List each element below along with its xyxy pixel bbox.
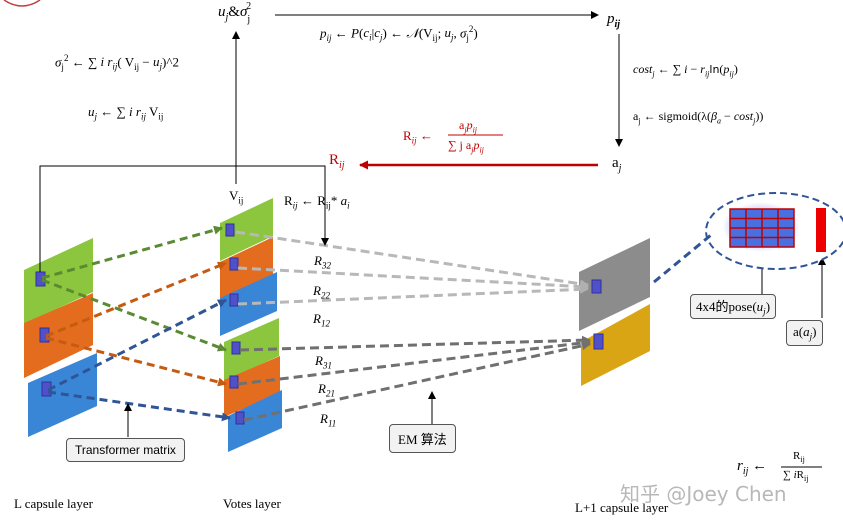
a-j-node: aj (612, 155, 622, 174)
r-12-label: R12 (313, 311, 330, 329)
r-32-label: R32 (314, 253, 331, 271)
votes-layer-label: Votes layer (223, 496, 281, 511)
r-def-lhs: rij ← (737, 458, 768, 477)
r-update-lhs: Rij ← (403, 128, 433, 146)
pose-inset (653, 192, 843, 284)
sigma-update-formula: σj2 ← ∑ i rij( Vij − uj)^2 (55, 53, 179, 72)
r-times-a-formula: Rij ← Rij* ai (284, 193, 350, 211)
r-21-label: R21 (318, 381, 335, 399)
r-ij-node: Rij (329, 152, 345, 171)
pose-callout: 4x4的pose(uj) (690, 294, 777, 319)
r-def-denominator: ∑ iRij (783, 469, 809, 484)
transformer-callout: Transformer matrix (66, 438, 185, 462)
activation-formula: aj ← sigmoid(λ(βa − costj)) (633, 109, 764, 126)
l1-capsule-layer-label: L+1 capsule layer (575, 500, 669, 515)
r-update-denominator: ∑ j ajpij (448, 138, 484, 155)
l1-panel-gray (579, 238, 650, 331)
p-ij-node: pij (607, 11, 621, 30)
l1-panel-yellow (581, 304, 650, 386)
logo-fragment (3, 0, 41, 7)
l-capsule-layer-panels (24, 238, 97, 437)
u-update-formula: uj ← ∑ i rij Vij (88, 104, 164, 122)
em-callout: EM 算法 (389, 424, 456, 453)
activation-bar (816, 208, 826, 252)
r-31-label: R31 (315, 353, 332, 371)
r-def-numerator: Rij (793, 450, 805, 465)
r-update-numerator: ajpij (459, 118, 478, 135)
l-panel-orange (24, 293, 93, 378)
activation-callout: a(aj) (786, 320, 824, 346)
v-ij-label: Vij (229, 188, 244, 206)
routing-loop-arrows (39, 11, 826, 437)
watermark: 知乎 @Joey Chen (620, 482, 787, 506)
vote-arrows (235, 230, 591, 422)
transformer-arrows (41, 225, 231, 422)
u-sigma-label: uj&σj2 (218, 1, 252, 25)
l-panel-green (24, 238, 93, 324)
cost-formula: costj ← ∑ i − rijln(pij) (633, 62, 738, 79)
l-capsule-layer-label: L capsule layer (14, 496, 93, 511)
p-ij-formula: pij ← P(ci|cj) ← 𝒩(Vij; uj, σj2) (320, 24, 478, 43)
r-22-label: R22 (313, 283, 330, 301)
l1-capsule-layer-panels (579, 238, 650, 386)
r-11-label: R11 (320, 411, 337, 429)
